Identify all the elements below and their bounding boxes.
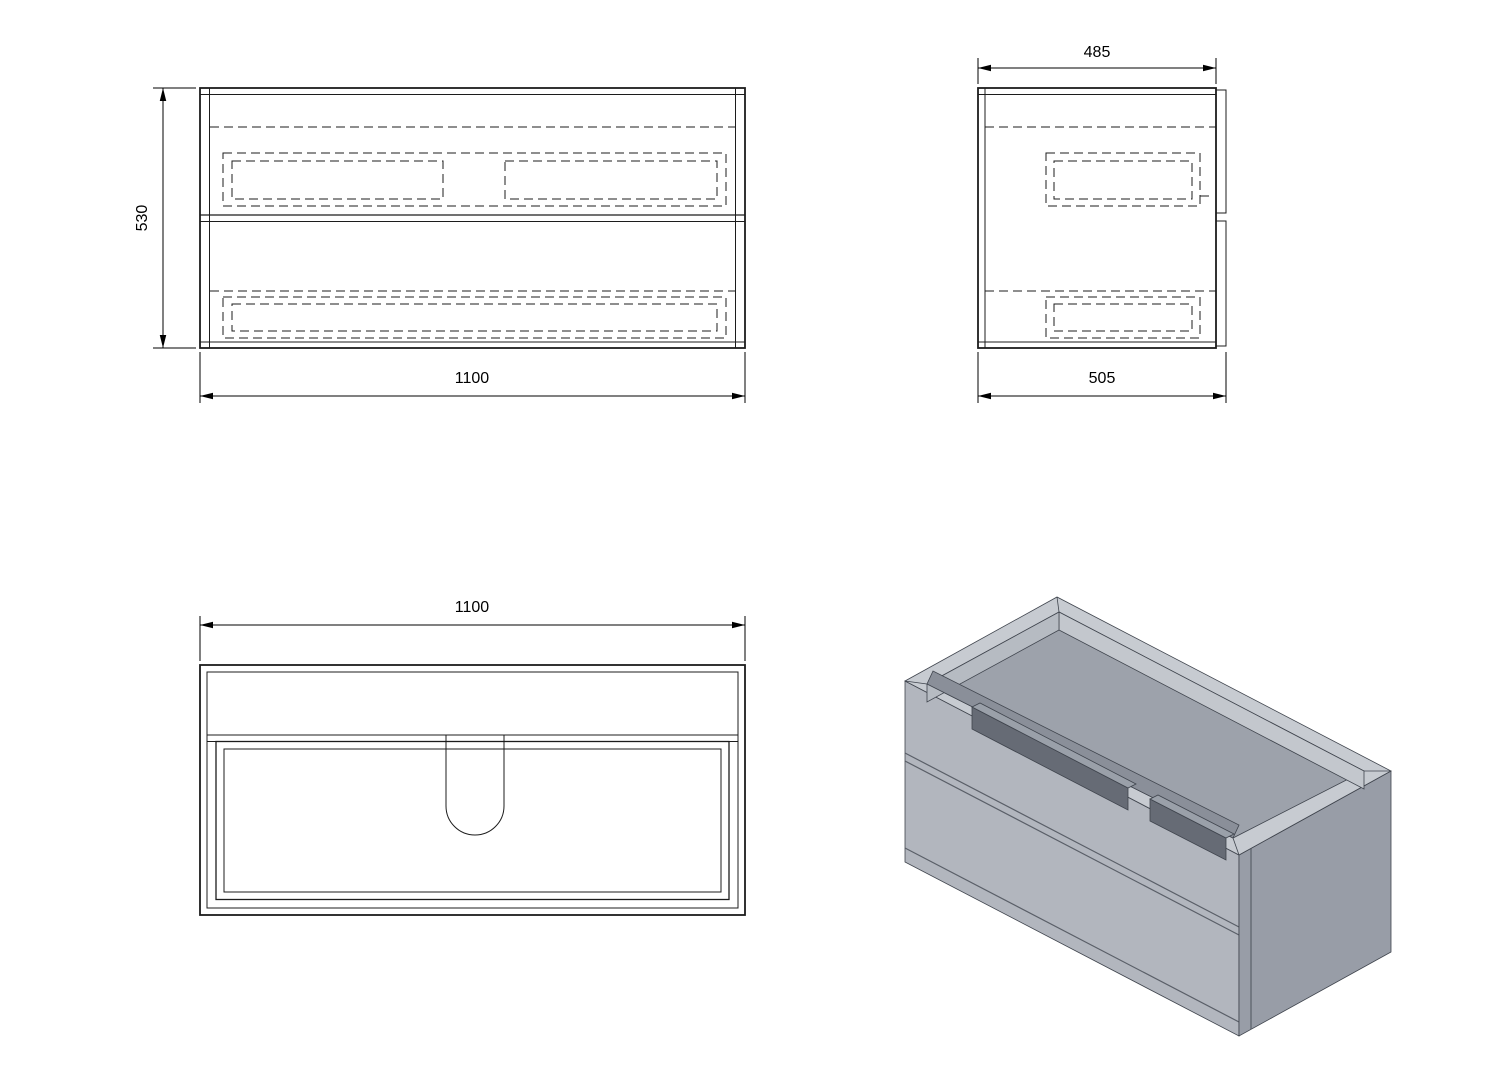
dimension-front-width: 1100 [199,352,746,403]
siphon-cutout [445,735,505,836]
dim-label-front-width: 1100 [455,370,490,387]
front-view [199,87,746,349]
dim-label-top-width: 1100 [455,599,490,616]
dim-label-side-depth-top: 485 [1084,44,1111,61]
isometric-view [904,596,1392,1037]
dim-label-side-depth-bottom: 505 [1089,370,1116,387]
dim-label-front-height: 530 [134,205,151,232]
dimension-top-width: 1100 [199,599,746,661]
top-view [199,664,746,916]
iso-left-inner-wall [926,611,1060,703]
dimension-side-depth-bottom: 505 [977,352,1227,403]
dimension-front-height: 530 [134,87,196,349]
dimension-side-depth-top: 485 [977,44,1217,84]
side-view [977,87,1227,349]
